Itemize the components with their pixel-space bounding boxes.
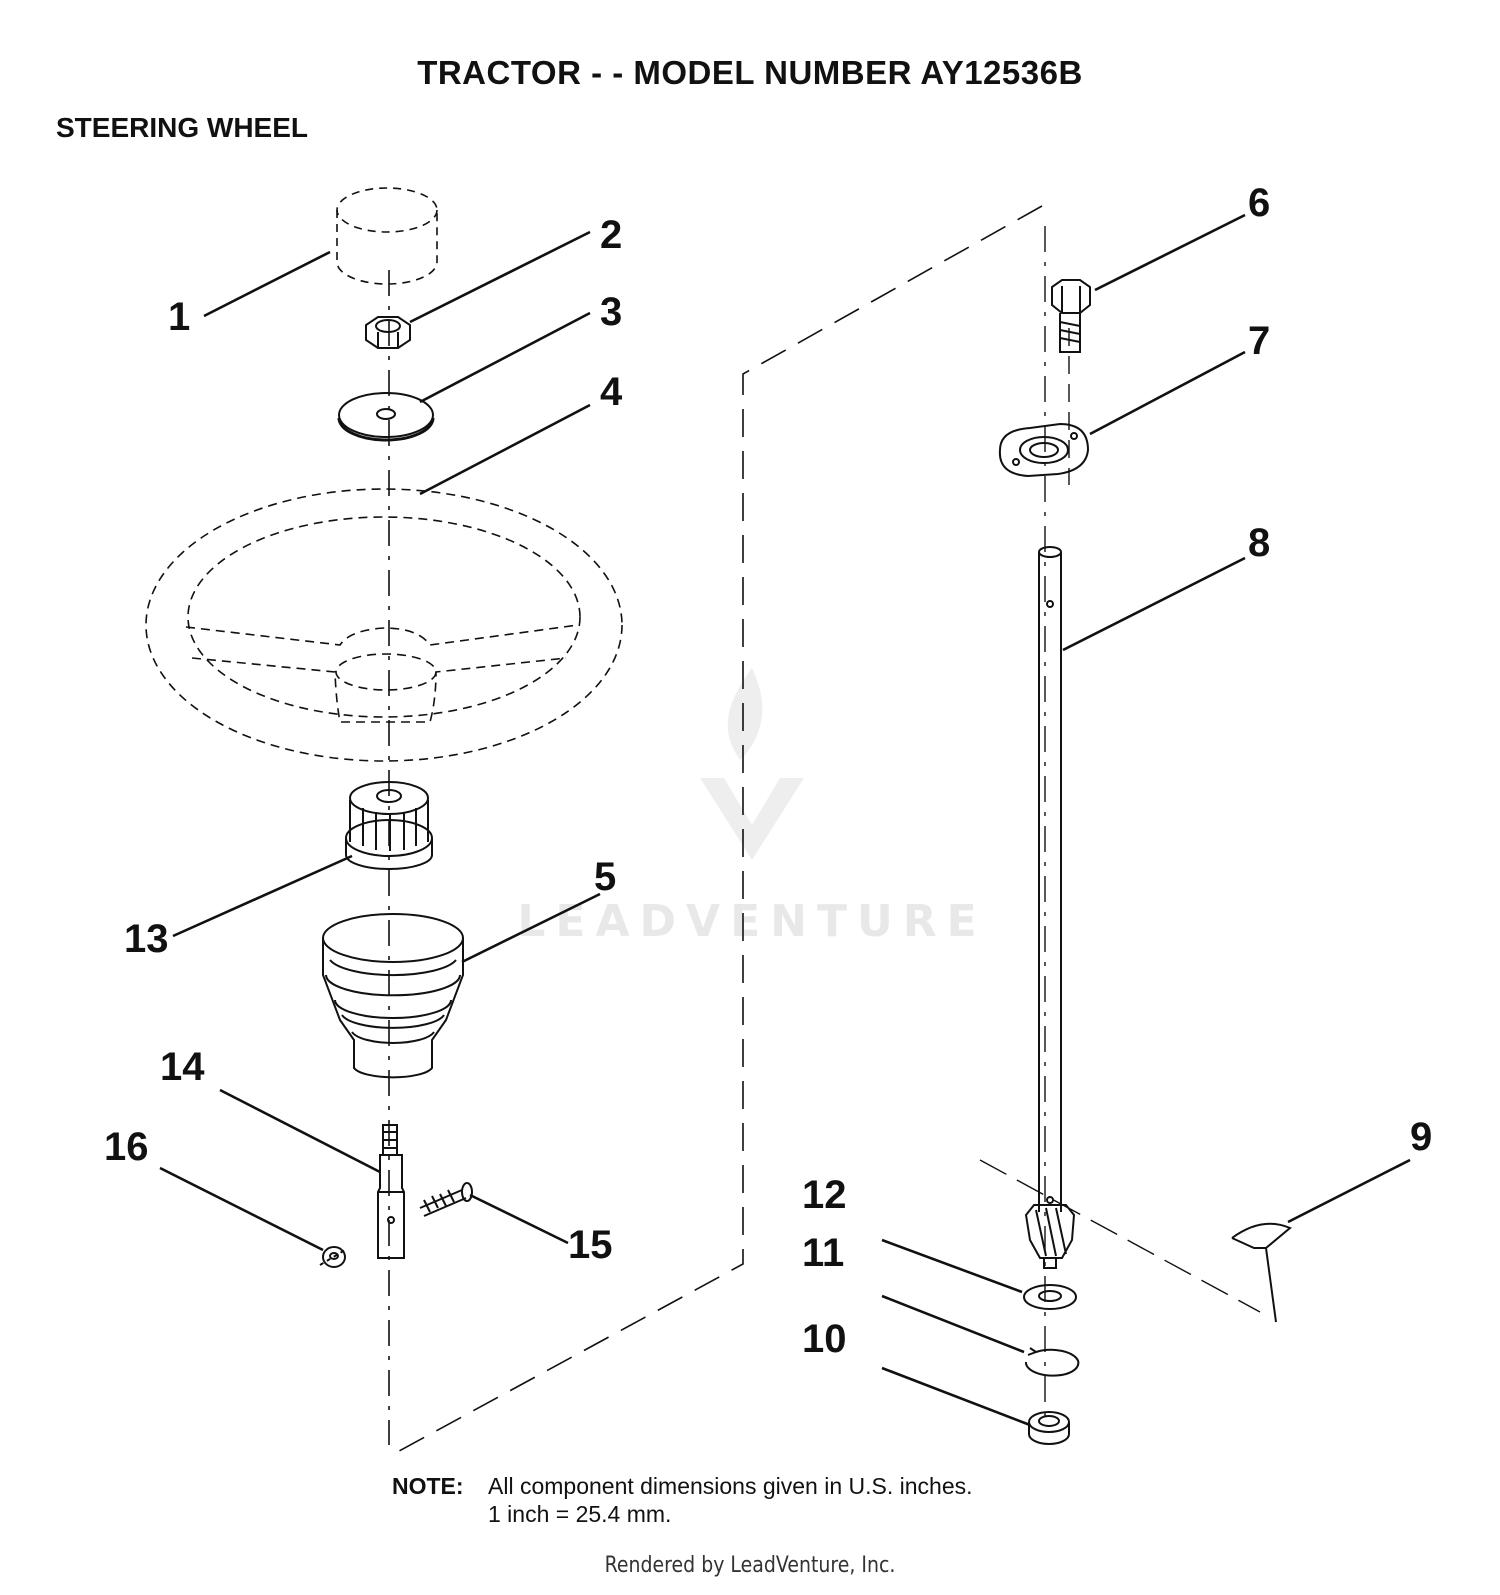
note-line-2: 1 inch = 25.4 mm. <box>488 1501 672 1527</box>
note-body: All component dimensions given in U.S. i… <box>488 1472 973 1528</box>
part-16-locknut <box>319 1246 346 1268</box>
pinion-gear <box>1024 1204 1076 1269</box>
callout-1: 1 <box>168 295 190 339</box>
part-1-cap <box>336 187 438 285</box>
render-credit: Rendered by LeadVenture, Inc. <box>604 1553 896 1578</box>
part-6-bolt <box>1051 279 1091 353</box>
part-12-washer <box>1023 1284 1077 1310</box>
watermark-logo: LEADVENTURE <box>517 668 986 947</box>
callout-13: 13 <box>124 917 169 961</box>
callout-11: 11 <box>802 1231 844 1275</box>
page-title: TRACTOR - - MODEL NUMBER AY12536B <box>417 54 1083 91</box>
callout-15: 15 <box>568 1223 613 1267</box>
callout-16: 16 <box>104 1125 149 1169</box>
callout-2: 2 <box>600 213 622 257</box>
part-4-steering-wheel <box>145 488 623 762</box>
callout-9: 9 <box>1410 1115 1432 1159</box>
callout-numbers: 1 2 3 4 5 6 7 8 9 10 11 12 13 14 15 16 <box>104 181 1432 1361</box>
note-line-1: All component dimensions given in U.S. i… <box>488 1473 973 1499</box>
part-2-nut <box>365 316 411 349</box>
callout-7: 7 <box>1248 319 1270 363</box>
note-label: NOTE: <box>392 1473 464 1499</box>
callout-4: 4 <box>600 370 623 414</box>
part-13-adapter <box>345 781 433 870</box>
callout-6: 6 <box>1248 181 1270 225</box>
part-3-washer <box>337 392 435 442</box>
callout-8: 8 <box>1248 521 1270 565</box>
part-10-bushing <box>1028 1411 1070 1445</box>
callout-10: 10 <box>802 1317 847 1361</box>
callout-12: 12 <box>802 1173 847 1217</box>
callout-3: 3 <box>600 290 622 334</box>
part-15-bolt <box>419 1182 473 1217</box>
part-7-flange-bearing <box>998 422 1090 478</box>
part-8-steering-shaft <box>1038 546 1062 1212</box>
leader-lines <box>159 213 1411 1427</box>
part-5-boot <box>322 913 464 1079</box>
watermark-text: LEADVENTURE <box>517 896 986 947</box>
routing-dashed-outline <box>389 205 1043 1457</box>
part-14-shaft <box>377 1124 405 1259</box>
dimension-note: NOTE: All component dimensions given in U… <box>392 1472 973 1528</box>
part-9-spring-clip <box>1231 1222 1292 1323</box>
section-title: STEERING WHEEL <box>56 112 309 143</box>
part-11-snap-ring <box>1024 1347 1080 1377</box>
callout-5: 5 <box>594 855 616 899</box>
clip-dashed-line <box>979 1159 1261 1313</box>
callout-14: 14 <box>160 1045 205 1089</box>
